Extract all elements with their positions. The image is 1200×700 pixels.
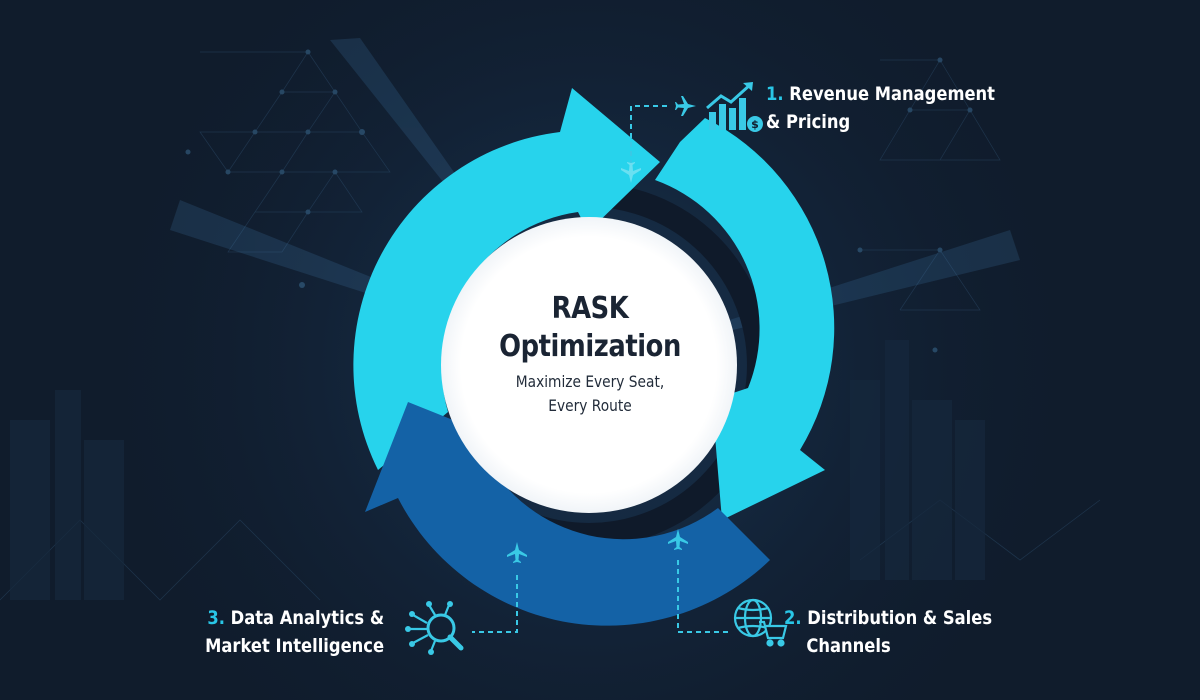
airplane-icon bbox=[507, 542, 527, 563]
center-circle bbox=[441, 217, 737, 513]
step-3-label: 3. Data Analytics & Market Intelligence bbox=[205, 604, 384, 660]
cycle-arrow-bottom bbox=[365, 402, 770, 626]
center-title-line1: RASK bbox=[551, 291, 629, 326]
step-1-line1: Revenue Management bbox=[789, 83, 996, 105]
globe-cart-icon bbox=[733, 598, 788, 647]
cycle-arrow-right bbox=[655, 118, 835, 520]
airplane-icon bbox=[621, 162, 641, 183]
step-2-label: 2. Distribution & Sales Channels bbox=[784, 604, 992, 660]
center-subtitle-line2: Every Route bbox=[548, 396, 632, 415]
center-label: RASK Optimization Maximize Every Seat, E… bbox=[440, 290, 740, 418]
step-1-number: 1. bbox=[766, 83, 784, 105]
chart-growth-dollar-icon: $ bbox=[706, 82, 763, 132]
step-2-line1: Distribution & Sales bbox=[807, 607, 993, 629]
airplane-icon bbox=[675, 96, 696, 116]
connector-step-1 bbox=[630, 105, 668, 165]
step-2-number: 2. bbox=[784, 607, 802, 629]
step-1-label: 1. Revenue Management & Pricing bbox=[766, 80, 995, 136]
magnifier-network-icon bbox=[405, 601, 464, 655]
city-skyline-background bbox=[10, 340, 985, 600]
step-2-line2: Channels bbox=[806, 635, 891, 657]
connector-step-2 bbox=[677, 560, 728, 633]
connector-step-3 bbox=[472, 575, 518, 633]
center-title-line2: Optimization bbox=[499, 329, 681, 364]
svg-text:$: $ bbox=[751, 118, 759, 131]
step-3-line1: Data Analytics & bbox=[230, 607, 384, 629]
center-subtitle-line1: Maximize Every Seat, bbox=[515, 372, 665, 391]
cycle-arrow-top-left bbox=[353, 88, 660, 470]
step-3-number: 3. bbox=[207, 607, 225, 629]
step-3-line2: Market Intelligence bbox=[205, 635, 384, 657]
airplane-icon bbox=[668, 529, 688, 550]
step-1-line2: & Pricing bbox=[766, 111, 851, 133]
